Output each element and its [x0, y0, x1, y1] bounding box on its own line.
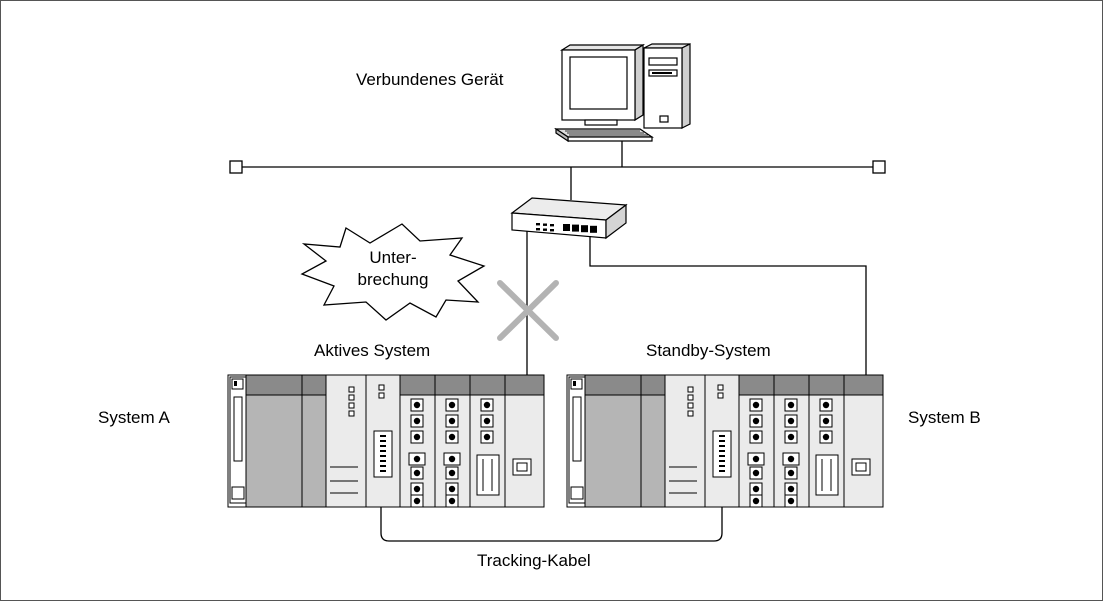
tracking-cable: [380, 507, 723, 542]
interruption-label: Unter- brechung: [357, 248, 429, 289]
power-supply-side: [301, 374, 327, 508]
power-supply-side: [640, 374, 666, 508]
cpu-slots: [330, 466, 358, 494]
module-led: [378, 384, 385, 391]
cpu-module: [664, 374, 706, 508]
io-terminal: [448, 455, 456, 463]
network-bus: [229, 141, 886, 200]
io-terminal: [752, 497, 760, 505]
tracking-cable-label: Tracking-Kabel: [477, 551, 591, 570]
bus-terminator-right: [872, 160, 886, 174]
io-terminal: [752, 485, 760, 493]
cpu-led: [687, 410, 694, 417]
io-terminal: [483, 401, 491, 409]
io-terminal: [752, 455, 760, 463]
mount-screw: [570, 486, 584, 500]
cpu-led: [687, 386, 694, 393]
module-led: [717, 392, 724, 399]
io-terminal: [448, 497, 456, 505]
plc-rack-system-a: [227, 374, 545, 508]
io-terminal: [822, 433, 830, 441]
module-led: [378, 392, 385, 399]
terminal-block: [815, 454, 839, 496]
io-terminal: [413, 417, 421, 425]
power-supply-module: [245, 374, 303, 508]
io-terminal: [787, 401, 795, 409]
io-terminal: [787, 469, 795, 477]
network-switch-icon: [510, 197, 628, 240]
io-terminal: [413, 485, 421, 493]
io-terminal: [822, 401, 830, 409]
disconnected-x-icon: [497, 280, 559, 341]
io-terminal: [413, 433, 421, 441]
io-terminal: [448, 401, 456, 409]
connected-device-label: Verbundenes Gerät: [356, 70, 504, 89]
terminal-block: [476, 454, 500, 496]
io-terminal: [822, 417, 830, 425]
network-links: [526, 231, 867, 375]
tracking-connector: [712, 430, 732, 478]
io-terminal: [787, 433, 795, 441]
io-terminal: [752, 417, 760, 425]
io-terminal: [752, 469, 760, 477]
plc-rack-system-b: [566, 374, 884, 508]
io-terminal: [787, 455, 795, 463]
standby-system-label: Standby-System: [646, 341, 771, 360]
io-terminal: [787, 417, 795, 425]
mount-screw: [231, 378, 244, 390]
io-terminal: [448, 417, 456, 425]
io-terminal: [413, 469, 421, 477]
cpu-led: [687, 402, 694, 409]
io-terminal: [787, 497, 795, 505]
cpu-led: [348, 410, 355, 417]
side-connector: [572, 396, 582, 462]
io-terminal: [752, 401, 760, 409]
power-supply-module: [584, 374, 642, 508]
io-terminal: [448, 433, 456, 441]
break-burst-icon: [300, 223, 486, 321]
io-terminal: [448, 485, 456, 493]
cpu-slots: [669, 466, 697, 494]
cpu-led: [348, 402, 355, 409]
computer-icon: [554, 43, 691, 143]
io-terminal: [752, 433, 760, 441]
io-terminal: [448, 469, 456, 477]
mount-screw: [231, 486, 245, 500]
tracking-connector: [373, 430, 393, 478]
link-standby-system: [589, 236, 867, 375]
cpu-led: [348, 394, 355, 401]
active-system-label: Aktives System: [314, 341, 431, 360]
system-b-label: System B: [908, 408, 981, 427]
mount-screw: [570, 378, 583, 390]
cpu-led: [687, 394, 694, 401]
bus-terminator-left: [229, 160, 243, 174]
io-terminal: [413, 455, 421, 463]
cpu-led: [348, 386, 355, 393]
io-terminal: [483, 433, 491, 441]
system-a-label: System A: [98, 408, 170, 427]
io-terminal: [787, 485, 795, 493]
cpu-module: [325, 374, 367, 508]
end-module: [843, 374, 884, 508]
module-led: [717, 384, 724, 391]
io-terminal: [413, 497, 421, 505]
end-module: [504, 374, 545, 508]
io-terminal: [413, 401, 421, 409]
io-terminal: [483, 417, 491, 425]
side-connector: [233, 396, 243, 462]
